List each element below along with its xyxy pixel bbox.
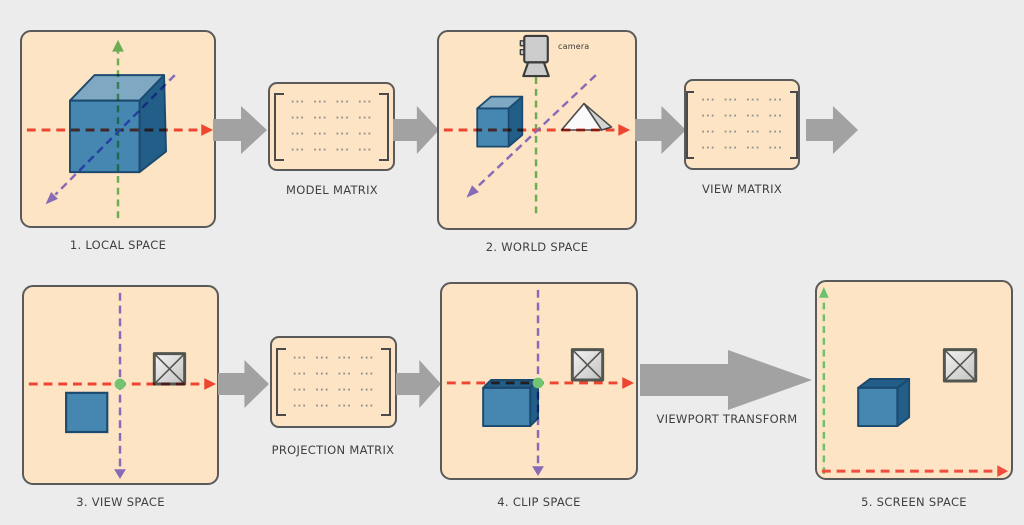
x-axis [446, 377, 635, 389]
arrow-view-to-projection-matrix [218, 360, 269, 412]
view-space-label: 3. VIEW SPACE [76, 495, 165, 509]
local-space-scene [26, 39, 214, 219]
crossed-box-icon [570, 348, 605, 382]
matrix-dots: ········································… [290, 97, 373, 156]
screen-space-scene [818, 286, 1009, 477]
origin-point [532, 377, 544, 389]
axes [818, 286, 1009, 477]
z-axis [466, 74, 597, 198]
model-matrix-label: MODEL MATRIX [286, 183, 378, 197]
screen-space-panel [815, 280, 1013, 480]
arrow-model-matrix-to-world [393, 106, 439, 158]
projection-matrix-label: PROJECTION MATRIX [271, 443, 395, 457]
y-axis [818, 286, 829, 475]
left-bracket-icon [686, 90, 695, 159]
y-axis [112, 39, 124, 219]
arrow-view-matrix-out [806, 106, 858, 158]
clip-space-panel [440, 282, 638, 480]
left-bracket-icon [275, 348, 286, 416]
world-space-panel: camera [437, 30, 637, 230]
camera-label: camera [558, 42, 590, 51]
axes [443, 74, 631, 217]
world-space-label: 2. WORLD SPACE [485, 240, 589, 254]
x-axis [821, 465, 1009, 477]
pyramid [560, 102, 613, 131]
right-bracket-icon [379, 92, 390, 161]
viewport-transform-label: VIEWPORT TRANSFORM [656, 412, 798, 426]
axes [28, 292, 217, 480]
world-space-scene [443, 34, 631, 217]
right-bracket-icon [789, 90, 798, 159]
left-bracket-icon [273, 92, 284, 161]
crossed-box-icon [152, 352, 187, 386]
view-matrix-box: ········································… [684, 79, 800, 170]
cube [476, 95, 524, 148]
crossed-box-icon [942, 348, 978, 383]
x-axis [443, 124, 631, 136]
clip-space-label: 4. CLIP SPACE [497, 495, 581, 509]
cube [857, 378, 911, 428]
z-axis [114, 292, 126, 480]
z-axis [45, 74, 176, 205]
z-axis [532, 289, 544, 477]
arrow-projection-matrix-to-clip [396, 360, 441, 412]
axes [26, 39, 214, 219]
cube [482, 379, 540, 428]
camera-icon [519, 34, 550, 78]
arrow-local-to-model-matrix [213, 106, 267, 158]
x-axis [28, 378, 217, 390]
view-space-scene [28, 292, 217, 480]
local-space-label: 1. LOCAL SPACE [69, 238, 167, 252]
screen-space-label: 5. SCREEN SPACE [861, 495, 967, 509]
x-axis [26, 124, 214, 136]
matrix-dots: ········································… [701, 95, 783, 154]
local-space-panel [20, 30, 216, 228]
flat-square [65, 391, 109, 434]
right-bracket-icon [381, 348, 392, 416]
model-matrix-box: ········································… [268, 82, 395, 171]
projection-matrix-box: ········································… [270, 336, 397, 428]
viewport-transform-arrow [640, 350, 812, 414]
cube [69, 74, 167, 174]
view-space-panel [22, 285, 219, 485]
origin-point [114, 378, 126, 390]
matrix-dots: ········································… [292, 352, 375, 412]
arrow-world-to-view-matrix [635, 106, 686, 158]
clip-space-scene [446, 289, 635, 477]
view-matrix-label: VIEW MATRIX [701, 182, 783, 196]
axes [446, 289, 635, 477]
